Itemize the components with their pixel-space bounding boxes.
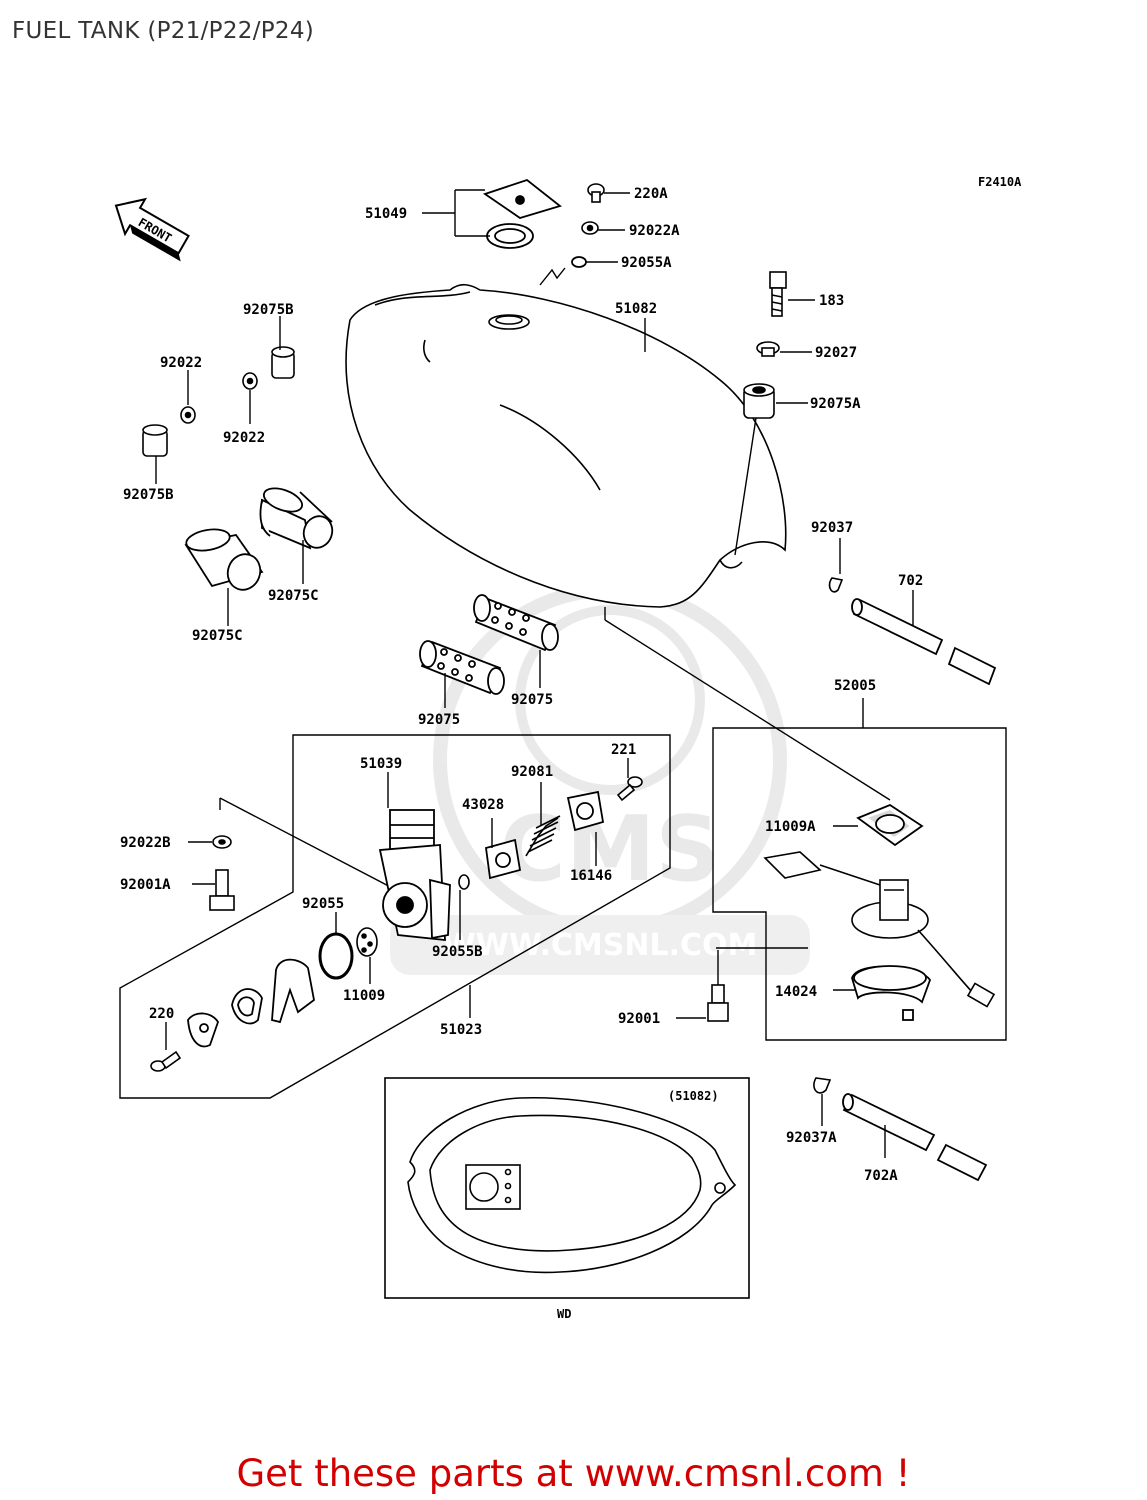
bracket-14024	[851, 965, 932, 1021]
collar-92075B-low	[142, 424, 168, 457]
tube-92075C-left	[184, 528, 264, 591]
svg-text:CMS: CMS	[500, 797, 720, 902]
label-92001: 92001	[618, 1011, 660, 1027]
nut-92022A	[581, 221, 599, 235]
oring-92055A	[571, 256, 587, 268]
label-702A: 702A	[864, 1168, 898, 1184]
clamp-92037A	[813, 1077, 832, 1094]
label-51049: 51049	[365, 206, 407, 222]
tube-92075C-right	[259, 487, 334, 550]
collar-92075B-top	[271, 346, 295, 379]
label-52005: 52005	[834, 678, 876, 694]
label-11009A: 11009A	[765, 819, 816, 835]
label-51023: 51023	[440, 1022, 482, 1038]
label-92022A: 92022A	[629, 223, 680, 239]
collar-92027	[756, 341, 780, 357]
inset-tank-top-view	[384, 1077, 750, 1299]
label-11009: 11009	[343, 988, 385, 1004]
lever-parts	[187, 958, 315, 1048]
bolt-183	[769, 271, 787, 317]
label-92075-left: 92075	[418, 712, 460, 728]
inset-caption: WD	[557, 1307, 571, 1321]
gasket-11009	[356, 927, 378, 957]
label-92081: 92081	[511, 764, 553, 780]
label-220: 220	[149, 1006, 174, 1022]
figure-code: F2410A	[978, 175, 1022, 189]
label-51039: 51039	[360, 756, 402, 772]
oring-92055	[318, 932, 354, 980]
bolt-92001A	[209, 869, 235, 911]
page-title: FUEL TANK (P21/P22/P24)	[12, 18, 315, 44]
label-220A: 220A	[634, 186, 668, 202]
fuel-cock-body-51039	[378, 809, 451, 942]
cap-plate-51049	[482, 178, 562, 249]
label-92075C-left: 92075C	[192, 628, 243, 644]
label-92037: 92037	[811, 520, 853, 536]
label-14024: 14024	[775, 984, 817, 1000]
label-92075-right: 92075	[511, 692, 553, 708]
label-92022-right: 92022	[223, 430, 265, 446]
hose-702A	[842, 1093, 988, 1182]
damper-92075-left	[419, 640, 505, 695]
label-43028: 43028	[462, 797, 504, 813]
diaphragm-16146	[566, 790, 605, 832]
parts-diagram: CMS WWW.CMSNL.COM F2410A FRONT 51049 220…	[114, 175, 1022, 1321]
gasket-11009A	[856, 803, 924, 847]
label-92022B: 92022B	[120, 835, 171, 851]
label-183: 183	[819, 293, 844, 309]
fuel-pump-unit	[763, 851, 996, 1008]
label-92037A: 92037A	[786, 1130, 837, 1146]
screw-220	[150, 1050, 182, 1072]
nut-92022-right	[242, 372, 258, 390]
label-221: 221	[611, 742, 636, 758]
screw-220A	[587, 183, 605, 203]
nut-92022-left	[180, 406, 196, 424]
washer-92022B	[212, 835, 232, 849]
label-92001A: 92001A	[120, 877, 171, 893]
label-92055: 92055	[302, 896, 344, 912]
label-92055B: 92055B	[432, 944, 483, 960]
grommet-92075A	[743, 383, 775, 419]
bolt-92001	[707, 984, 729, 1022]
label-92075B-low: 92075B	[123, 487, 174, 503]
oring-92055B	[458, 874, 470, 890]
watermark-text: WWW.CMSNL.COM	[443, 928, 758, 963]
label-92027: 92027	[815, 345, 857, 361]
fuel-tank	[345, 283, 787, 608]
label-92055A: 92055A	[621, 255, 672, 271]
damper-92075-right	[473, 594, 559, 652]
promo-banner[interactable]: Get these parts at www.cmsnl.com !	[236, 1452, 911, 1495]
spring-92081	[525, 815, 561, 857]
front-arrow-icon: FRONT	[114, 197, 190, 262]
label-51082: 51082	[615, 301, 657, 317]
label-92075C-right: 92075C	[268, 588, 319, 604]
label-92075B-top: 92075B	[243, 302, 294, 318]
inset-ref: (51082)	[668, 1089, 719, 1103]
label-16146: 16146	[570, 868, 612, 884]
watermark: CMS WWW.CMSNL.COM	[390, 583, 810, 975]
hose-702	[851, 598, 997, 686]
label-92075A: 92075A	[810, 396, 861, 412]
cover-43028	[485, 838, 522, 880]
label-702: 702	[898, 573, 923, 589]
screw-221	[616, 776, 643, 802]
fuel-cock-box	[119, 734, 671, 1099]
pump-assembly-box	[604, 607, 1007, 1041]
label-92022-left: 92022	[160, 355, 202, 371]
clamp-92037	[828, 577, 844, 593]
